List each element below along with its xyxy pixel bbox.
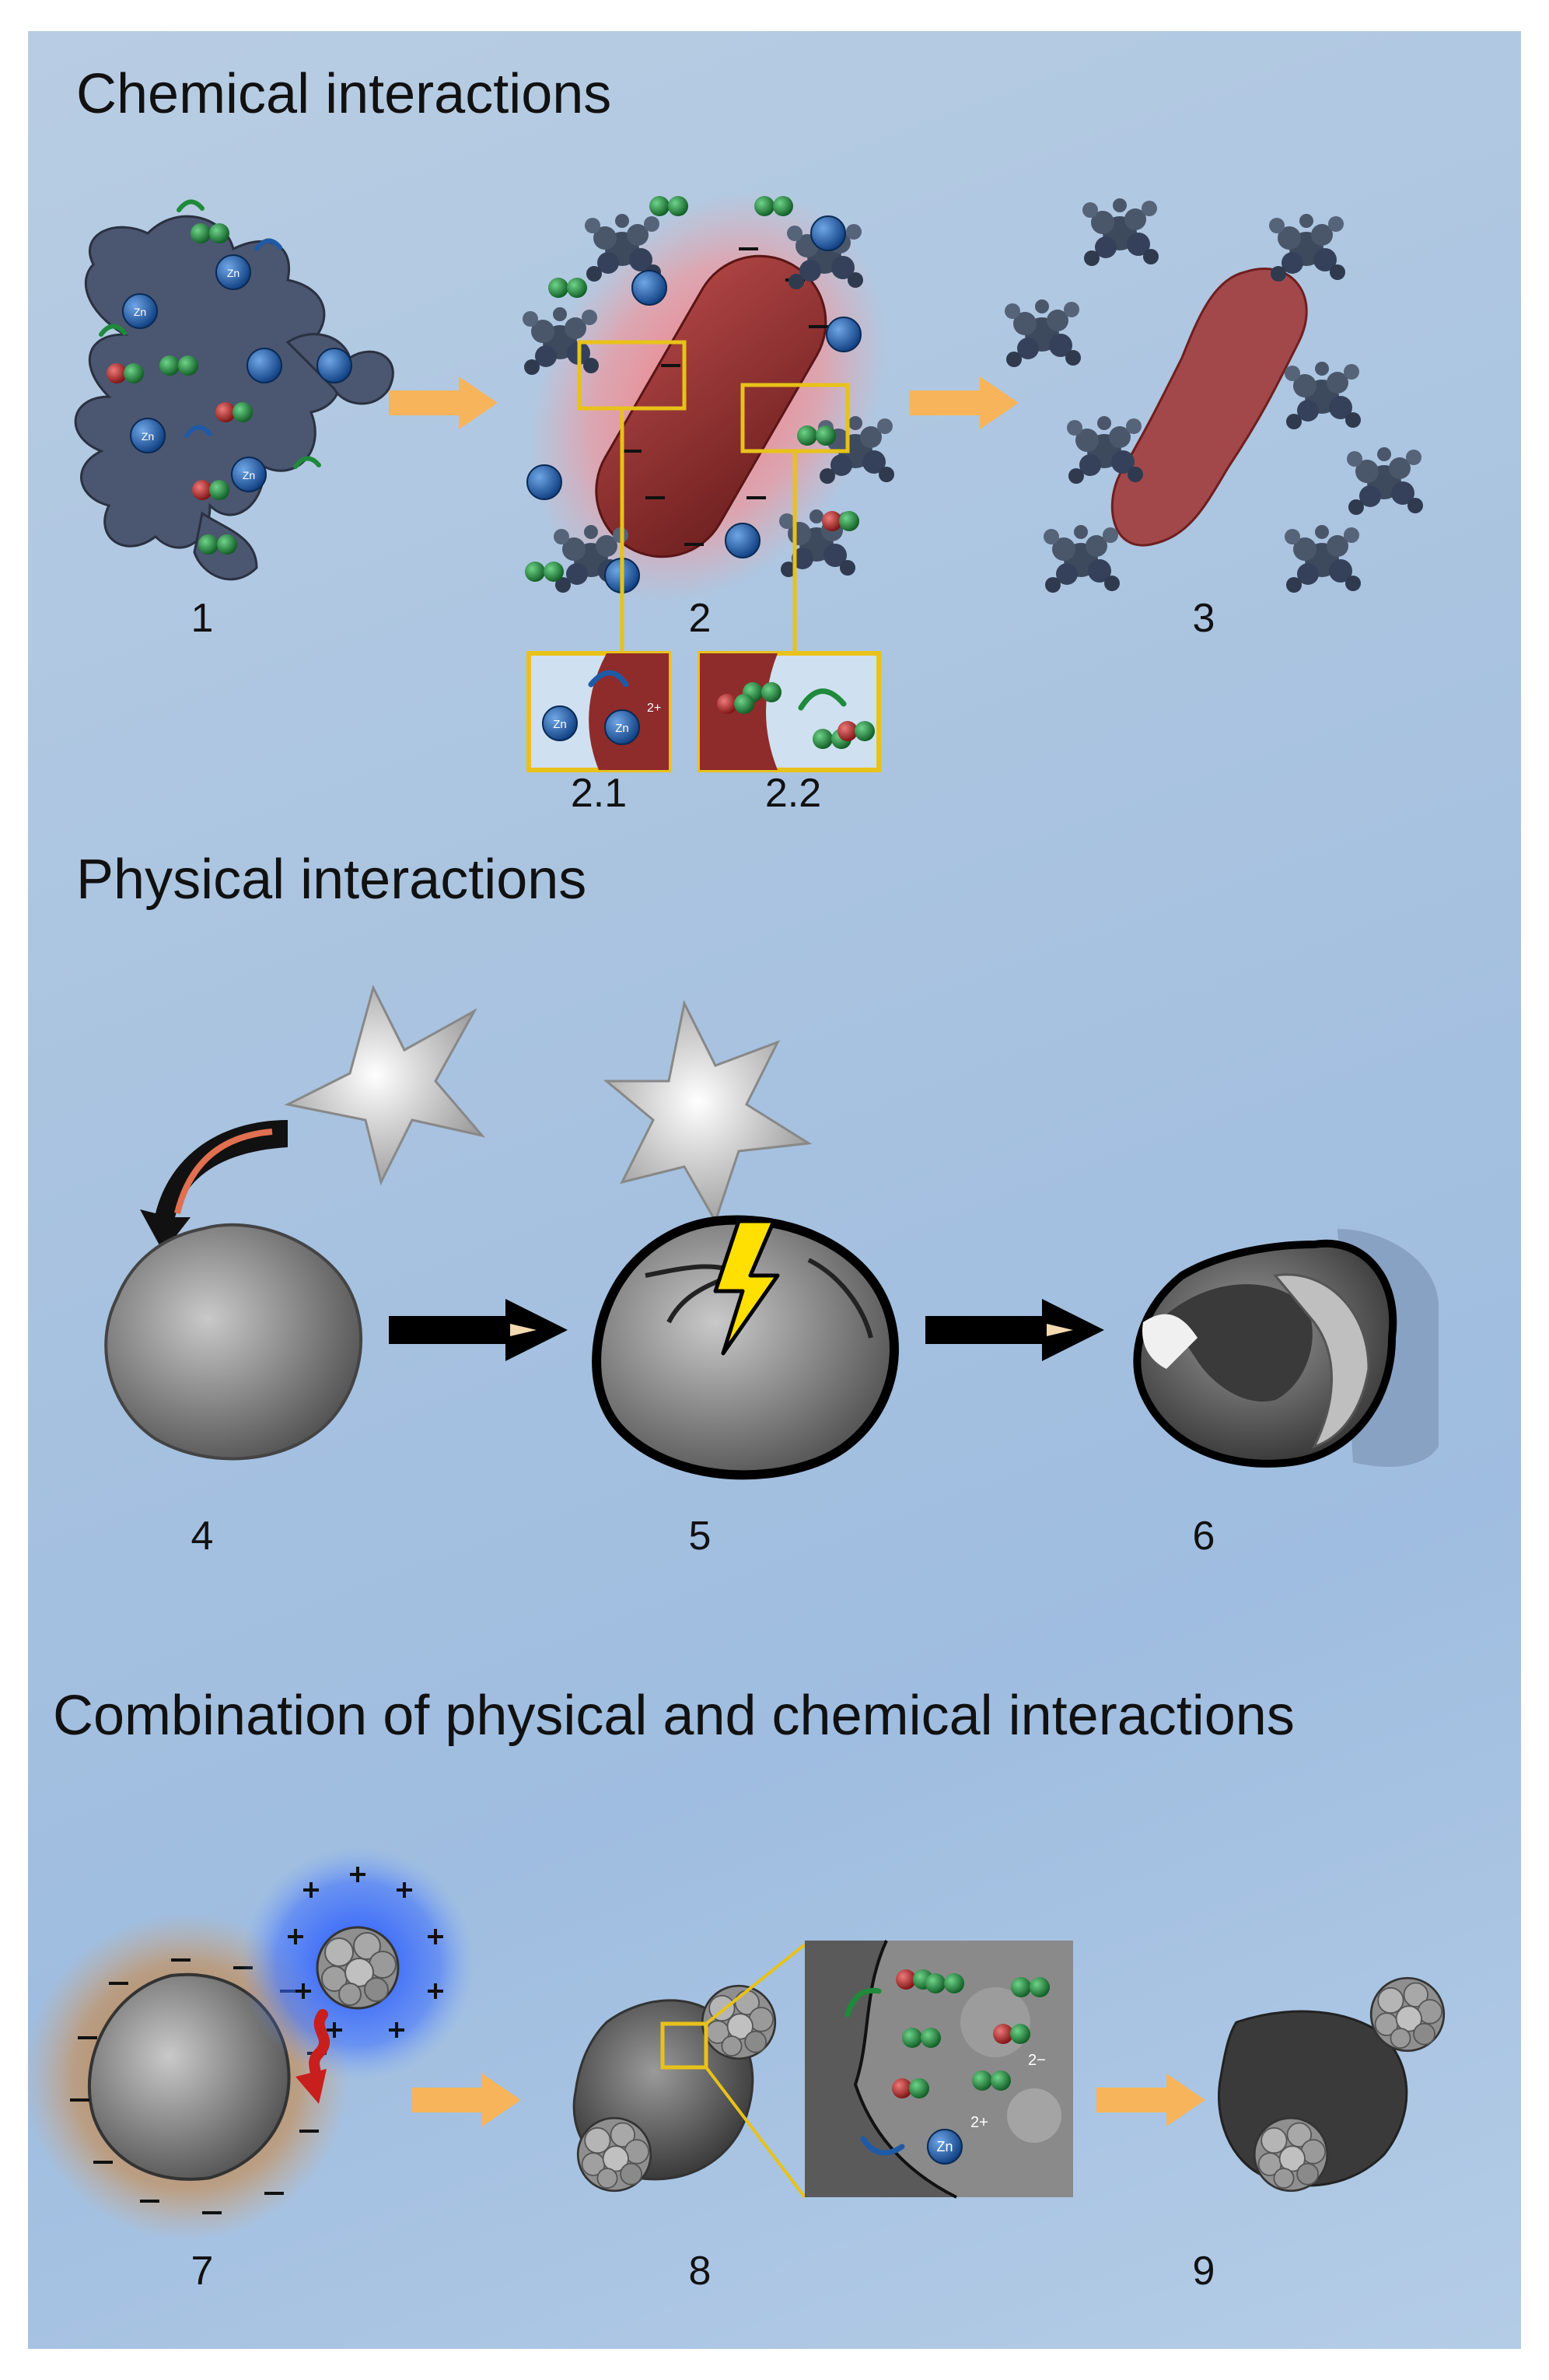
zn-ion-charge: 2+ bbox=[970, 2114, 988, 2131]
callout-line bbox=[705, 2066, 806, 2199]
step-label: 3 bbox=[1192, 596, 1215, 641]
zn-ion-charge: 2+ bbox=[647, 702, 661, 715]
target-cell-intact bbox=[104, 1223, 363, 1461]
inset-zoom-interface bbox=[805, 1940, 1073, 2199]
attraction-icon bbox=[295, 2009, 330, 2104]
curved-arrow-icon bbox=[140, 1120, 288, 1252]
step-label: 6 bbox=[1192, 1514, 1215, 1559]
zn-label: Zn bbox=[553, 718, 567, 731]
step-label: 1 bbox=[191, 596, 214, 641]
positive-charge-marks bbox=[288, 1867, 443, 2038]
process-arrow bbox=[389, 376, 498, 429]
star-particle bbox=[603, 999, 813, 1224]
step-label: 4 bbox=[191, 1514, 214, 1559]
step-label: 2 bbox=[688, 596, 712, 641]
heading-chemical: Chemical interactions bbox=[76, 63, 612, 125]
negative-charge-marks bbox=[622, 247, 828, 546]
callout-line bbox=[705, 1943, 806, 2025]
star-particle bbox=[284, 984, 486, 1186]
step-label: 9 bbox=[1192, 2249, 1215, 2294]
step-label: 2.2 bbox=[764, 771, 822, 816]
heading-combination: Combination of physical and chemical int… bbox=[53, 1685, 1295, 1747]
target-cell-cracking bbox=[592, 1215, 899, 1480]
step-label: 2.1 bbox=[570, 771, 628, 816]
damaged-cell-with-nanoparticles bbox=[1218, 1976, 1446, 2193]
zn-label: Zn bbox=[142, 430, 154, 443]
ruptured-cell bbox=[1133, 1229, 1439, 1468]
zn-label: Zn bbox=[134, 306, 146, 318]
zn-label: Zn bbox=[243, 469, 255, 481]
process-arrow bbox=[910, 376, 1019, 429]
process-arrow bbox=[925, 1299, 1104, 1361]
process-arrow bbox=[1096, 2074, 1205, 2126]
step-label: 7 bbox=[191, 2249, 214, 2294]
curved-arrow-icon bbox=[99, 199, 321, 469]
highlight-box bbox=[577, 340, 687, 411]
process-arrow bbox=[412, 2074, 521, 2126]
cell-with-nanoparticles bbox=[572, 1984, 777, 2193]
inset-ros-attack bbox=[698, 651, 881, 772]
zn-label: Zn bbox=[936, 2139, 953, 2154]
bacterium-cell bbox=[529, 191, 886, 603]
inset-zinc-release bbox=[526, 651, 671, 772]
oxide-charge: 2− bbox=[1028, 2052, 1046, 2069]
step-label: 8 bbox=[688, 2249, 712, 2294]
positive-nanoparticle bbox=[241, 1847, 474, 2081]
process-arrow bbox=[389, 1299, 568, 1361]
negative-charge-marks bbox=[70, 1958, 327, 2214]
step-label: 5 bbox=[688, 1514, 712, 1559]
zn-label: Zn bbox=[227, 267, 240, 279]
zinc-oxide-aggregate bbox=[74, 215, 394, 581]
zn-label: Zn bbox=[615, 722, 629, 735]
lightning-bolt-icon bbox=[713, 1219, 780, 1356]
damaged-bacterium bbox=[1005, 198, 1423, 593]
heading-physical: Physical interactions bbox=[76, 849, 587, 911]
